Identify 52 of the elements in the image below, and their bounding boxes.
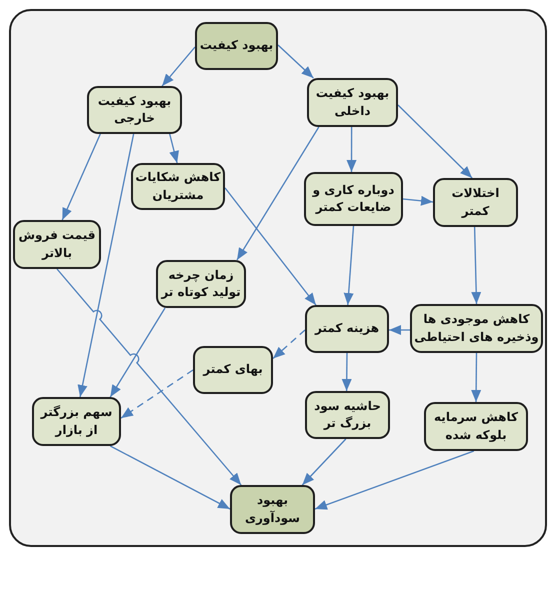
process-box [304,172,403,226]
box-label: بهبود کیفیت داخلی [314,85,390,120]
arrow [344,226,354,306]
arrow [402,196,434,206]
arrow [110,308,166,398]
box-label: کاهش موجودی ها وذخیره های احتیاطی [414,311,539,346]
box-label: بهای کمتر [203,361,263,378]
process-box [433,178,518,227]
process-box [305,391,390,439]
process-box [410,304,543,353]
arrow [398,104,473,178]
process-box [195,22,278,70]
process-box [131,163,225,210]
process-box [424,402,528,451]
box-label: بهبود کیفیت [200,37,274,54]
process-box [87,86,182,134]
process-box [305,305,389,353]
process-box [156,260,246,308]
dashed-arrow [120,369,194,419]
arrow [342,353,352,391]
arrow [56,268,242,486]
box-label: کاهش شکایات مشتریان [135,169,221,204]
arrow [162,46,196,86]
arrow [169,134,179,164]
process-box [230,485,315,534]
arrow [389,325,410,335]
arrow [471,353,482,402]
arrow [471,226,482,304]
dashed-arrow [272,330,306,359]
box-label: سهم بزرگتر از بازار [39,404,114,439]
arrow [236,126,320,260]
box-label: قیمت فروش بالاتر [17,227,97,262]
process-box [13,220,101,269]
arrow [110,445,230,510]
arrow [78,134,134,398]
arrow [314,450,474,510]
process-box [307,78,398,127]
box-label: بهبود کیفیت خارجی [96,92,172,127]
box-label: هزینه کمتر [314,320,380,338]
box-label: اختلالات کمتر [450,185,500,220]
arrow [302,438,346,486]
arrow [278,44,314,78]
arrow [224,188,316,306]
box-label: بهبود سودآوری [244,492,301,527]
process-box [32,397,121,446]
box-label: زمان چرخه تولید کوتاه تر [160,266,242,301]
process-box [193,346,273,394]
box-label: کاهش سرمایه بلوکه شده [433,409,519,444]
box-label: حاشیه سود بزرگ تر [313,398,382,432]
arrow [62,134,101,220]
arrow [346,127,357,172]
box-label: دوباره کاری و ضایعات کمتر [311,182,396,216]
